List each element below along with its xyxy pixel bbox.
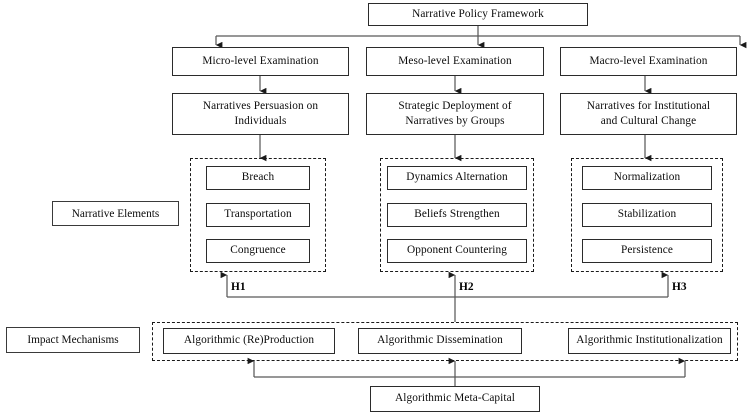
node-label: Algorithmic Meta-Capital [394,392,516,405]
node-persistence: Persistence [582,239,712,263]
node-beliefs-strengthen: Beliefs Strengthen [387,203,527,227]
node-algorithmic-meta-capital: Algorithmic Meta-Capital [370,386,540,412]
hypothesis-text: H3 [672,281,687,293]
node-micro-level-examination: Micro-level Examination [172,47,349,76]
node-algorithmic-re-production: Algorithmic (Re)Production [163,328,335,354]
node-label-line2: Individuals [234,115,287,127]
row-label-text: Impact Mechanisms [27,334,119,346]
node-label: Algorithmic Dissemination [377,334,503,347]
node-label: Macro-level Examination [589,54,708,67]
node-stabilization: Stabilization [582,203,712,227]
node-label: Beliefs Strengthen [414,208,500,221]
node-label-line2: Narratives by Groups [405,115,505,127]
hypothesis-label-h2: H2 [459,281,474,293]
element-group-micro [190,158,326,272]
node-label: Opponent Countering [406,244,508,257]
node-narratives-for-institutional-and-cultural-change: Narratives for Institutional and Cultura… [560,93,737,135]
row-label-narrative-elements: Narrative Elements [52,201,179,226]
node-label: Normalization [613,171,681,184]
hypothesis-text: H1 [231,281,246,293]
node-macro-level-examination: Macro-level Examination [560,47,737,76]
node-label: Congruence [230,244,286,257]
hypothesis-label-h3: H3 [672,281,687,293]
node-meso-level-examination: Meso-level Examination [366,47,544,76]
node-strategic-deployment-of-narratives-by-groups: Strategic Deployment of Narratives by Gr… [366,93,544,135]
row-label-text: Narrative Elements [71,207,160,220]
node-algorithmic-dissemination: Algorithmic Dissemination [358,328,522,354]
node-label-line2: and Cultural Change [600,115,697,127]
node-label: Algorithmic (Re)Production [183,334,315,347]
node-label: Micro-level Examination [202,54,319,67]
node-congruence: Congruence [206,239,310,263]
node-dynamics-alternation: Dynamics Alternation [387,166,527,190]
node-narrative-policy-framework: Narrative Policy Framework [368,3,588,26]
hypothesis-text: H2 [459,281,474,293]
node-label: Stabilization [617,208,677,221]
node-label: Algorithmic Institutionalization [576,334,723,347]
node-label-line1: Strategic Deployment of [398,100,512,113]
node-label-line1: Narratives for Institutional [586,100,711,113]
impact-mechanisms-band [152,322,738,361]
node-label: Meso-level Examination [398,54,512,67]
node-opponent-countering: Opponent Countering [387,239,527,263]
node-label: Persistence [621,244,673,257]
node-label: Transportation [224,208,292,221]
node-normalization: Normalization [582,166,712,190]
node-label: Dynamics Alternation [406,171,508,184]
node-label: Narrative Policy Framework [412,7,544,20]
node-label-line1: Narratives Persuasion on [202,100,319,113]
row-label-impact-mechanisms: Impact Mechanisms [6,327,140,353]
node-narratives-persuasion-on-individuals: Narratives Persuasion on Individuals [172,93,349,135]
node-transportation: Transportation [206,203,310,227]
hypothesis-label-h1: H1 [231,281,246,293]
node-label: Breach [241,171,275,184]
node-algorithmic-institutionalization: Algorithmic Institutionalization [568,328,731,354]
node-breach: Breach [206,166,310,190]
